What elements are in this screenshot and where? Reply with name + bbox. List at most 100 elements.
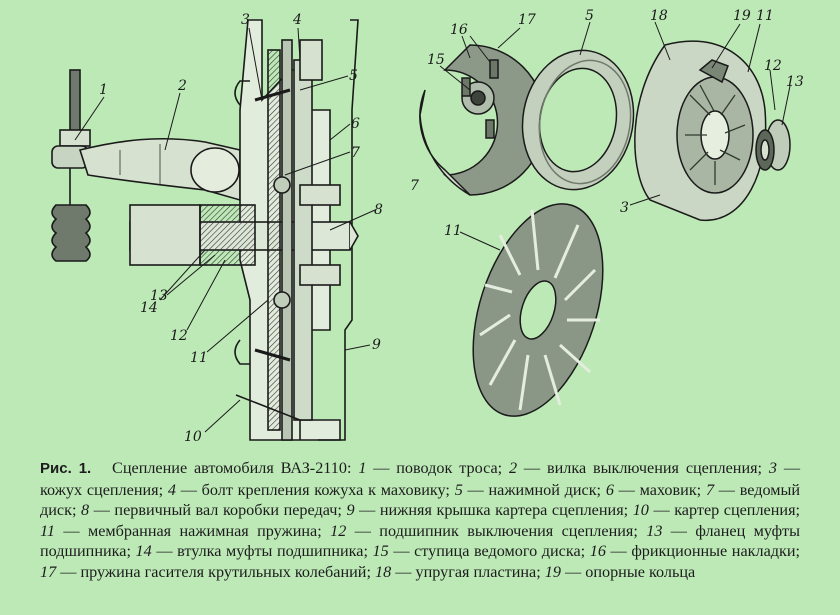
caption-item-number: 7 [705,480,715,499]
label-7: 7 [351,145,360,161]
part-labels: 1 2 3 4 5 6 7 8 9 10 11 12 13 14 16 17 1… [99,8,804,445]
exploded-view [419,40,791,417]
caption-item-text: нажимной диск; [488,480,602,499]
driven-disc-exploded [419,44,546,196]
caption-item-number: 5 [454,480,463,499]
label-9: 9 [372,337,381,353]
pressure-plate-exploded [521,49,635,191]
gearbox-wall [318,19,359,441]
label-r11: 11 [756,8,774,24]
driven-disc-part [267,49,281,431]
clutch-diagram: 1 2 3 4 5 6 7 8 9 10 11 12 13 14 16 17 1… [51,8,804,445]
caption-item-number: 2 [508,459,518,477]
caption-item-text: поводок троса; [396,459,503,477]
caption-item: 5 — нажимной диск; [454,480,602,499]
diaphragm-spring-part [254,88,291,362]
clutch-cover-exploded [634,40,767,221]
caption-item-number: 10 [632,501,649,520]
label-4: 4 [292,12,302,28]
label-10: 10 [184,429,202,445]
label-r15: 15 [427,52,445,68]
figure-label: Рис. 1. [40,460,92,477]
caption-item-text: ведомый диск; [40,480,801,520]
caption-item-text: фланец муфты подшипника; [40,521,801,561]
caption-items: 1 — поводок троса; 2 — вилка выключения … [40,459,800,581]
leader-lines-left [74,27,376,433]
caption-item-number: 19 [544,562,561,581]
caption-item-number: 15 [372,542,389,561]
release-fork-part [78,137,241,202]
diaphragm-spring-exploded [472,203,604,417]
caption-item: 19 — опорные кольца [544,562,696,581]
caption-item-number: 12 [330,521,347,540]
caption-item-number: 6 [605,480,614,499]
label-r11b: 11 [444,223,462,239]
caption-item: 2 — вилка выключения сцепления; [508,459,763,477]
caption-item-number: 3 [768,459,777,477]
caption-item-number: 16 [589,542,606,561]
caption-item-text: упругая пластина; [415,562,541,581]
label-r19: 19 [733,8,751,24]
label-r12: 12 [764,58,782,74]
caption-item-number: 17 [40,562,57,581]
figure-caption: Рис. 1. Сцепление автомобиля ВАЗ-2110: 1… [40,458,800,583]
label-r18: 18 [650,8,668,24]
release-bearing-exploded [755,119,791,171]
caption-item-text: кожух сцепления; [40,480,164,499]
caption-item-number: 1 [358,459,367,477]
label-3: 3 [241,12,250,28]
caption-title: Сцепление автомобиля ВАЗ-2110: [112,459,352,477]
label-r16: 16 [450,22,468,38]
label-6: 6 [351,116,360,132]
caption-item: 3 — кожух сцепления; [40,459,801,499]
caption-item-text: маховик; [639,480,702,499]
caption-item-text: первичный вал коробки передач; [114,501,342,520]
label-2: 2 [177,78,187,94]
label-8: 8 [374,202,383,218]
caption-item-text: вилка выключения сцепления; [546,459,763,477]
label-r17: 17 [518,12,536,28]
label-r7: 7 [410,178,419,194]
cable-lever-part [51,69,91,262]
caption-item-text: ступица ведомого диска; [414,542,586,561]
label-5: 5 [349,68,358,84]
pressure-plate-part [293,59,313,421]
caption-item: 8 — первичный вал коробки передач; [81,501,342,520]
caption-item-number: 13 [646,521,663,540]
caption-item-text: фрикционные накладки; [631,542,801,561]
caption-item: 18 — упругая пластина; [375,562,541,581]
caption-item-number: 9 [346,501,355,520]
leader-lines-right [439,21,791,251]
label-12: 12 [170,328,188,344]
caption-item: 9 — нижняя крышка картера сцепления; [346,501,629,520]
caption-item: 10 — картер сцепления; [632,501,801,520]
section-view [51,19,359,441]
caption-item-text: картер сцепления; [674,501,801,520]
caption-item-number: 14 [135,542,152,561]
caption-item-text: нижняя крышка картера сцепления; [379,501,629,520]
caption-item: 16 — фрикционные накладки; [589,542,801,561]
label-14: 14 [140,300,158,316]
caption-item-text: опорные кольца [585,562,696,581]
caption-item: 14 — втулка муфты подшипника; [135,542,368,561]
caption-item: 6 — маховик; [605,480,702,499]
caption-item-text: болт крепления кожуха к маховику; [201,480,450,499]
caption-item-text: пружина гасителя крутильных колебаний; [80,562,371,581]
caption-item: 11 — мембранная нажимная пружина; [40,521,322,540]
caption-item: 15 — ступица ведомого диска; [372,542,586,561]
label-11: 11 [190,350,208,366]
label-r13: 13 [786,74,804,90]
caption-item-text: мембранная нажимная пружина; [87,521,322,540]
caption-item-number: 18 [375,562,392,581]
caption-item-number: 11 [40,521,55,540]
label-1: 1 [99,82,108,98]
label-13: 13 [150,288,168,304]
caption-item: 7 — ведомый диск; [40,480,801,520]
caption-item-text: подшипник выключения сцепления; [379,521,638,540]
caption-item-text: втулка муфты подшипника; [177,542,368,561]
label-r3: 3 [620,200,629,216]
caption-item: 12 — подшипник выключения сцепления; [330,521,638,540]
caption-item: 4 — болт крепления кожуха к маховику; [167,480,450,499]
caption-item: 13 — фланец муфты подшипника; [40,521,801,561]
